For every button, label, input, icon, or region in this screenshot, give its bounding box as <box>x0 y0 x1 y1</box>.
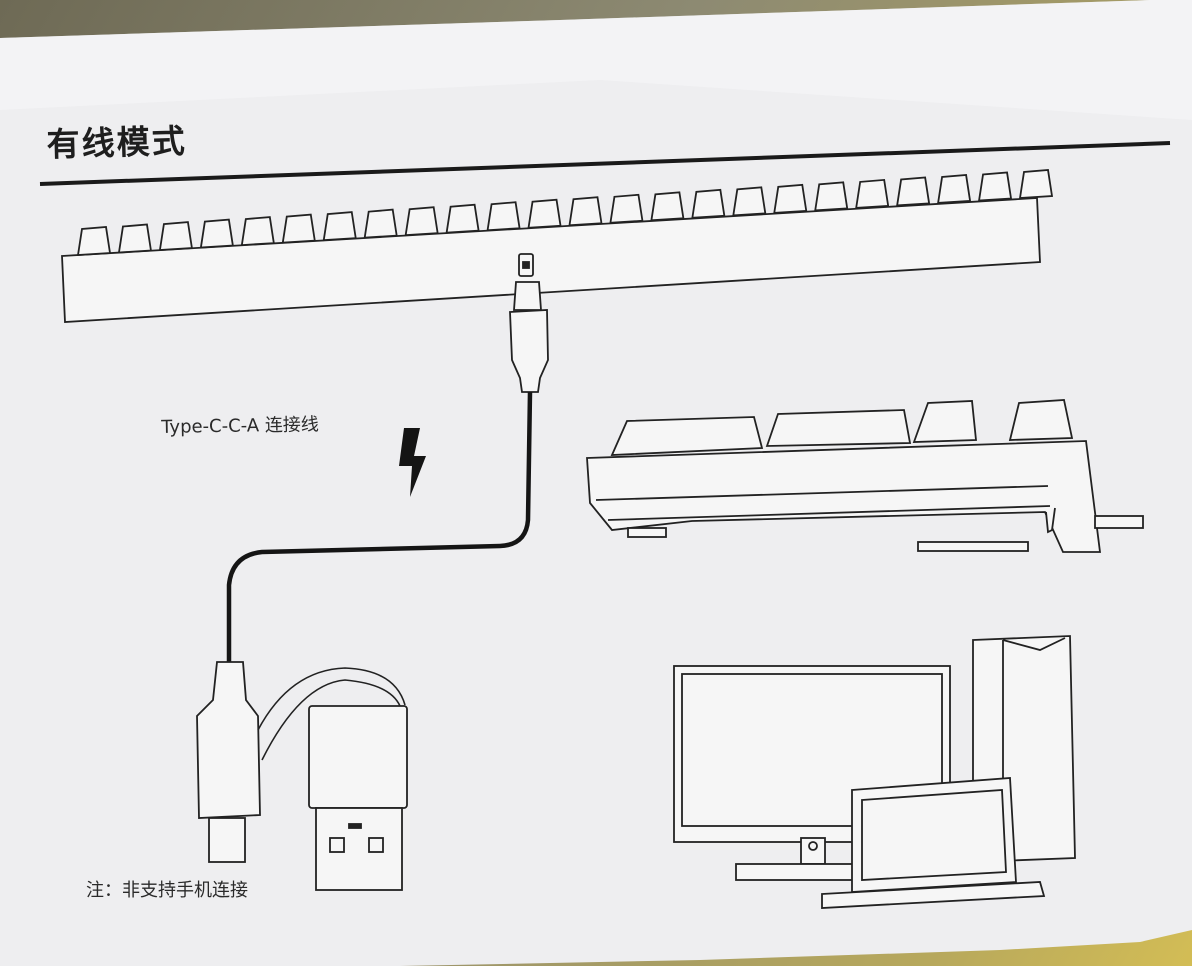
keycap <box>1018 169 1054 199</box>
keycap <box>732 186 767 217</box>
keycap <box>814 181 849 212</box>
laptop-icon <box>821 777 1046 909</box>
keycap <box>404 206 439 237</box>
page-title: 有线模式 <box>46 121 188 164</box>
lightning-icon <box>399 428 426 497</box>
usb-adapter-icon <box>308 705 408 891</box>
keycap <box>322 211 357 242</box>
keycap <box>486 201 521 232</box>
keyboard-side-icon <box>586 399 1144 553</box>
title-underline <box>39 141 1171 186</box>
monitor-icon <box>673 665 951 881</box>
keycap <box>568 196 603 227</box>
keycap <box>855 178 890 209</box>
cable <box>226 391 533 662</box>
usb-c-plug-icon <box>509 253 549 393</box>
keycap <box>527 198 562 229</box>
paper-shade <box>0 0 1192 120</box>
keycap <box>76 226 112 256</box>
keycap <box>281 213 316 244</box>
keycap <box>937 173 972 204</box>
keycap <box>650 191 685 222</box>
keycap <box>773 183 808 214</box>
keycap <box>609 193 644 224</box>
keycap <box>691 188 726 219</box>
keycap <box>363 208 398 239</box>
keycap <box>977 171 1013 202</box>
adapter-cable <box>257 667 406 731</box>
cable-label: Type-C-C-A 连接线 <box>161 414 320 438</box>
keyboard-top-icon <box>61 169 1054 323</box>
keycap <box>896 176 931 207</box>
keycap <box>240 216 275 247</box>
keycap <box>117 223 152 254</box>
keycap <box>158 221 193 252</box>
compatibility-note: 注：非支持手机连接 <box>86 880 248 901</box>
usb-a-plug-icon <box>196 661 261 863</box>
keycap <box>199 218 234 249</box>
keycap <box>445 203 480 234</box>
